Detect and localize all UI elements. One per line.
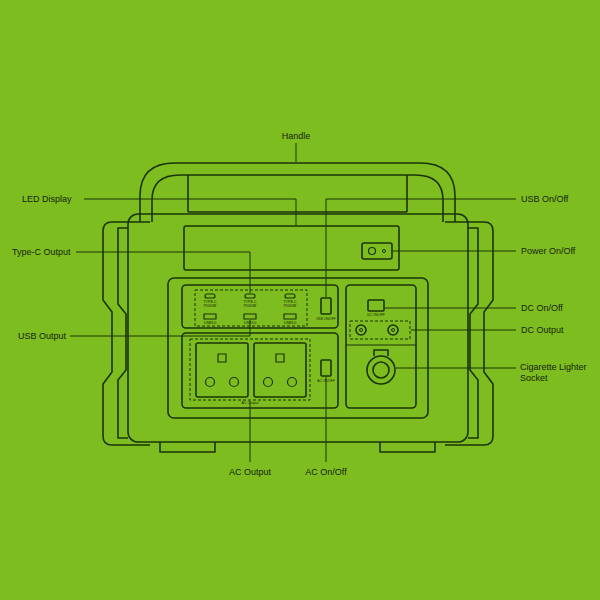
lighter-cap	[374, 350, 388, 356]
port-frame	[195, 290, 307, 326]
part-label: AC Output	[229, 467, 271, 478]
ac-socket	[254, 343, 306, 397]
part-label: Handle	[282, 131, 311, 142]
dc-port	[356, 325, 366, 335]
left-bumper-inner	[118, 228, 128, 438]
port-marking: USB3.0	[284, 321, 296, 325]
switch-marking: DC ON/OFF	[367, 314, 385, 318]
power-led	[383, 250, 386, 253]
usb-port	[204, 314, 216, 319]
typec-port	[285, 294, 295, 298]
usb-switch	[321, 298, 331, 314]
part-label: AC On/Off	[305, 467, 346, 478]
right-bumper	[445, 222, 493, 445]
typec-port	[245, 294, 255, 298]
feet	[160, 442, 435, 452]
port-marking: TYPE-C PD60W	[241, 300, 259, 309]
dc-panel	[346, 285, 416, 408]
handle-grip	[188, 175, 407, 212]
power-icon	[369, 248, 376, 255]
ac-switch	[321, 360, 331, 376]
socket-hole	[218, 354, 226, 362]
part-label: DC On/Off	[521, 303, 563, 314]
leader-lines	[70, 143, 516, 462]
ac-panel	[182, 333, 338, 408]
cigarette-socket-inner	[373, 362, 389, 378]
left-bumper	[103, 222, 150, 445]
right-bumper-inner	[468, 228, 478, 438]
front-panel	[168, 278, 428, 418]
usb-panel	[182, 285, 338, 328]
port-marking: TYPE-C PD60W	[201, 300, 219, 309]
cigarette-socket	[367, 356, 395, 384]
dc-port-pin	[392, 329, 395, 332]
part-label: USB On/Off	[521, 194, 568, 205]
dc-port-pin	[360, 329, 363, 332]
led-display	[184, 226, 399, 270]
dc-frame	[350, 321, 410, 339]
dc-port	[388, 325, 398, 335]
part-label: DC Output	[521, 325, 564, 336]
socket-hole	[276, 354, 284, 362]
port-marking: TYPE-C PD60W	[281, 300, 299, 309]
part-label: LED Display	[22, 194, 72, 205]
typec-port	[205, 294, 215, 298]
part-label: Cigarette Lighter Socket	[520, 362, 596, 384]
port-marking: USB3.0	[204, 321, 216, 325]
port-marking: USB3.0	[244, 321, 256, 325]
ac-frame	[190, 339, 310, 400]
socket-hole	[206, 378, 215, 387]
body	[128, 214, 468, 442]
part-label: Type-C Output	[12, 247, 71, 258]
socket-hole	[288, 378, 297, 387]
ac-socket	[196, 343, 248, 397]
switch-marking: AC ON/OFF	[317, 380, 334, 384]
dc-divider	[346, 345, 416, 346]
socket-marking: AC Output	[242, 401, 259, 405]
switch-marking: USB ON/OFF	[316, 318, 335, 322]
handle	[140, 163, 455, 222]
socket-hole	[264, 378, 273, 387]
part-label: Power On/Off	[521, 246, 575, 257]
part-label: USB Output	[18, 331, 66, 342]
dc-switch	[368, 300, 384, 311]
usb-port	[284, 314, 296, 319]
usb-port	[244, 314, 256, 319]
power-button	[362, 243, 392, 259]
socket-hole	[230, 378, 239, 387]
